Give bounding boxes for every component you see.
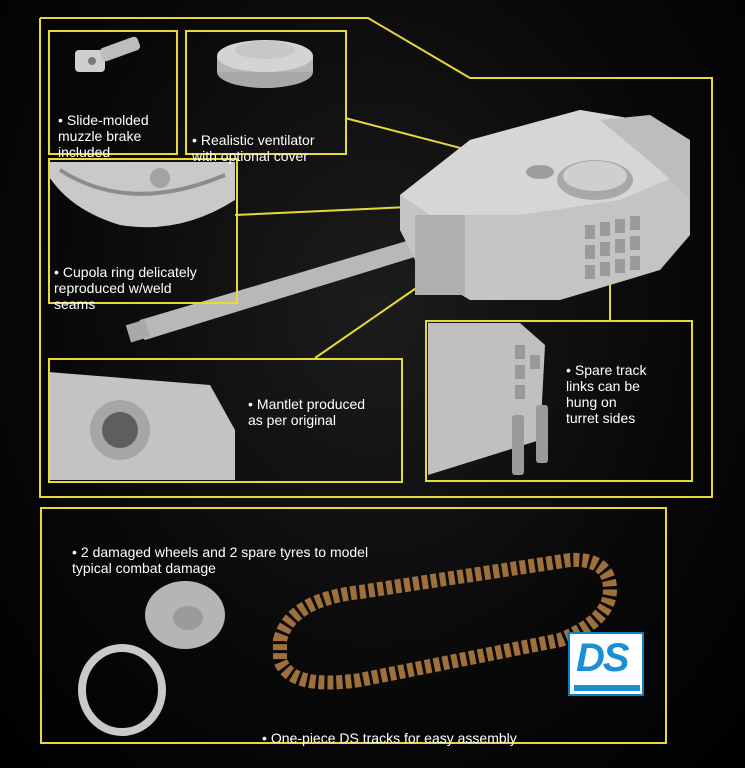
gun-barrel-shape	[125, 240, 418, 343]
turret-shape	[400, 110, 690, 300]
bullet: •	[54, 264, 59, 280]
ds-tracks-caption: •One-piece DS tracks for easy assembly	[262, 714, 582, 746]
cupola-ring-text: Cupola ring delicately reproduced w/weld…	[54, 264, 197, 312]
ventilator-caption: •Realistic ventilator with optional cove…	[192, 116, 347, 164]
mantlet-caption: •Mantlet produced as per original	[248, 380, 398, 428]
ventilator-frame	[185, 30, 347, 155]
mantlet-shape	[48, 372, 235, 480]
spare-track-text: Spare track links can be hung on turret …	[566, 362, 647, 426]
cupola-ring-shape	[48, 162, 235, 228]
bullet: •	[192, 132, 197, 148]
ds-logo-text: DS	[576, 636, 630, 680]
ds-tracks-text: One-piece DS tracks for easy assembly	[270, 730, 517, 746]
damaged-wheels-caption: •2 damaged wheels and 2 spare tyres to m…	[72, 528, 452, 576]
spare-tyre-shape	[78, 644, 166, 736]
main-outline	[39, 17, 713, 498]
muzzle-brake-frame	[48, 30, 178, 155]
ds-logo-bar	[574, 685, 640, 691]
ds-logo: DS	[568, 632, 644, 696]
cupola-ring-frame	[48, 158, 238, 304]
spare-track-frame	[425, 320, 693, 482]
ds-tracks-shape	[273, 552, 618, 690]
bottom-frame	[40, 507, 667, 744]
bullet: •	[72, 544, 77, 560]
ventilator-shape	[217, 40, 313, 88]
muzzle-brake-caption: •Slide-molded muzzle brake included	[58, 96, 176, 160]
mantlet-text: Mantlet produced as per original	[248, 396, 366, 428]
damaged-wheel-shape	[145, 581, 225, 649]
muzzle-brake-text: Slide-molded muzzle brake included	[58, 112, 149, 160]
bullet: •	[262, 730, 267, 746]
bullet: •	[58, 112, 63, 128]
bullet: •	[248, 396, 253, 412]
muzzle-brake-shape	[75, 36, 141, 72]
bullet: •	[566, 362, 571, 378]
cupola-ring-caption: •Cupola ring delicately reproduced w/wel…	[54, 248, 236, 312]
mantlet-frame	[48, 358, 403, 483]
spare-track-caption: •Spare track links can be hung on turret…	[566, 346, 690, 426]
spare-track-shape	[428, 323, 548, 475]
damaged-wheels-text: 2 damaged wheels and 2 spare tyres to mo…	[72, 544, 369, 576]
ventilator-text: Realistic ventilator with optional cover	[192, 132, 315, 164]
